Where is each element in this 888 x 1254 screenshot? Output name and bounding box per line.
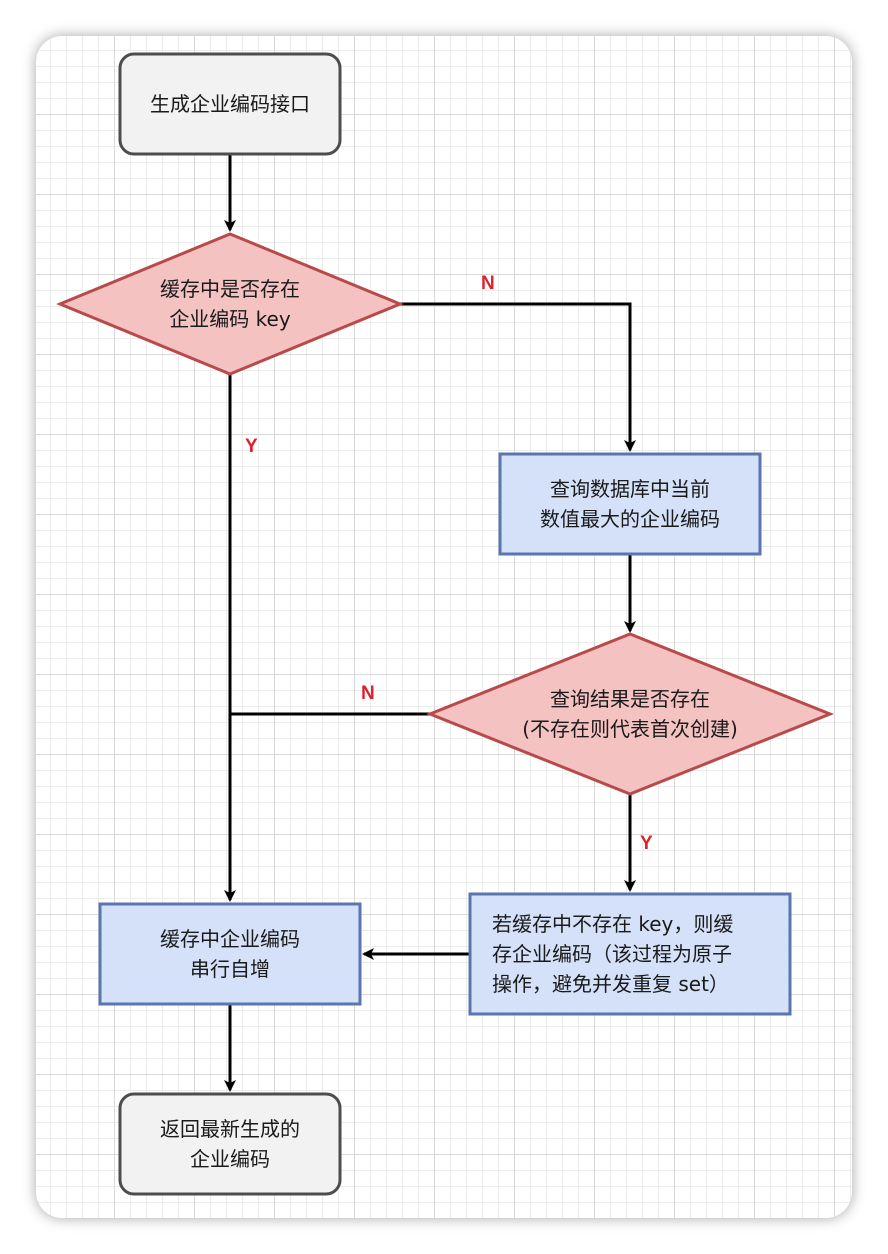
set-cache-process[interactable] bbox=[468, 892, 792, 1016]
edge-label-cache-yes: Y bbox=[245, 436, 258, 457]
end-terminal[interactable] bbox=[118, 1092, 342, 1196]
edge-label-result-no: N bbox=[361, 683, 375, 704]
increment-process[interactable] bbox=[98, 902, 362, 1006]
edge-label-cache-no: N bbox=[481, 273, 495, 294]
diagram-canvas bbox=[36, 36, 852, 1218]
check-cache-decision[interactable] bbox=[56, 232, 404, 376]
start-terminal[interactable] bbox=[118, 52, 342, 156]
edge-label-result-yes: Y bbox=[640, 833, 653, 854]
query-db-process[interactable] bbox=[498, 452, 762, 556]
edge-check-no-to-query bbox=[400, 302, 636, 452]
check-result-decision[interactable] bbox=[425, 632, 835, 796]
